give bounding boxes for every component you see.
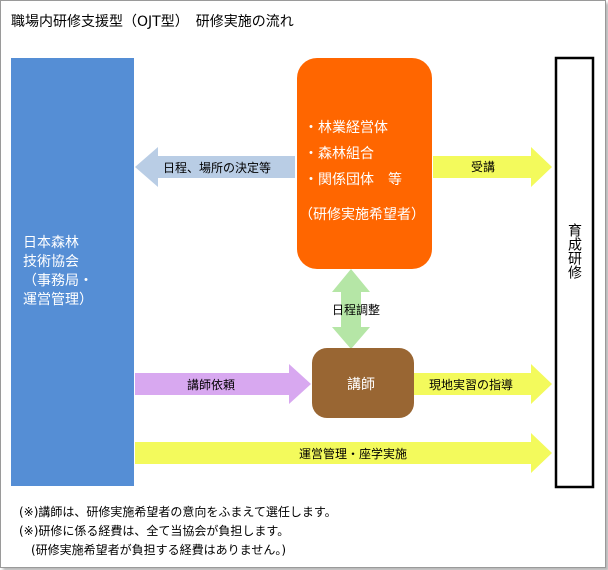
applicants-box [297, 58, 432, 269]
diagram-title: 職場内研修支援型（OJT型） 研修実施の流れ [11, 14, 294, 30]
jafta-line-4: 運営管理） [23, 292, 93, 308]
operation-arrow [135, 433, 552, 473]
attend-arrow [433, 147, 552, 187]
applicant-item-3: ・関係団体 等 [304, 171, 402, 188]
request-instructor-label: 講師依頼 [187, 377, 235, 392]
footnote-3: (研修実施希望者が負担する経費はありません。) [19, 542, 286, 557]
operation-label: 運営管理・座学実施 [299, 446, 407, 461]
applicant-item-1: ・林業経営体 [304, 120, 388, 136]
schedule-adjust-arrow [332, 269, 370, 349]
applicants-note: （研修実施希望者） [299, 207, 425, 223]
footnote-2: (※)研修に係る経費は、全て当協会が負担します。 [19, 523, 289, 538]
training-box [554, 56, 595, 489]
schedule-arrow-label: 日程、場所の決定等 [163, 160, 271, 175]
training-label: 育成研修 [566, 223, 582, 279]
footnote-1: (※)講師は、研修実施希望者の意向をふまえて選任します。 [19, 504, 337, 519]
attend-arrow-label: 受講 [471, 159, 495, 174]
jafta-line-2: 技術協会 [23, 254, 79, 270]
schedule-arrow [135, 147, 295, 187]
jafta-box [11, 58, 134, 486]
instructor-label: 講師 [347, 377, 375, 393]
jafta-line-1: 日本森林 [23, 235, 79, 251]
schedule-adjust-label: 日程調整 [332, 302, 380, 317]
jafta-line-3: （事務局・ [23, 273, 93, 289]
applicant-item-2: ・森林組合 [304, 146, 374, 162]
instructor-box [312, 348, 414, 418]
onsite-guidance-arrow [414, 364, 552, 404]
request-instructor-arrow [135, 364, 311, 404]
onsite-guidance-label: 現地実習の指導 [429, 377, 513, 392]
